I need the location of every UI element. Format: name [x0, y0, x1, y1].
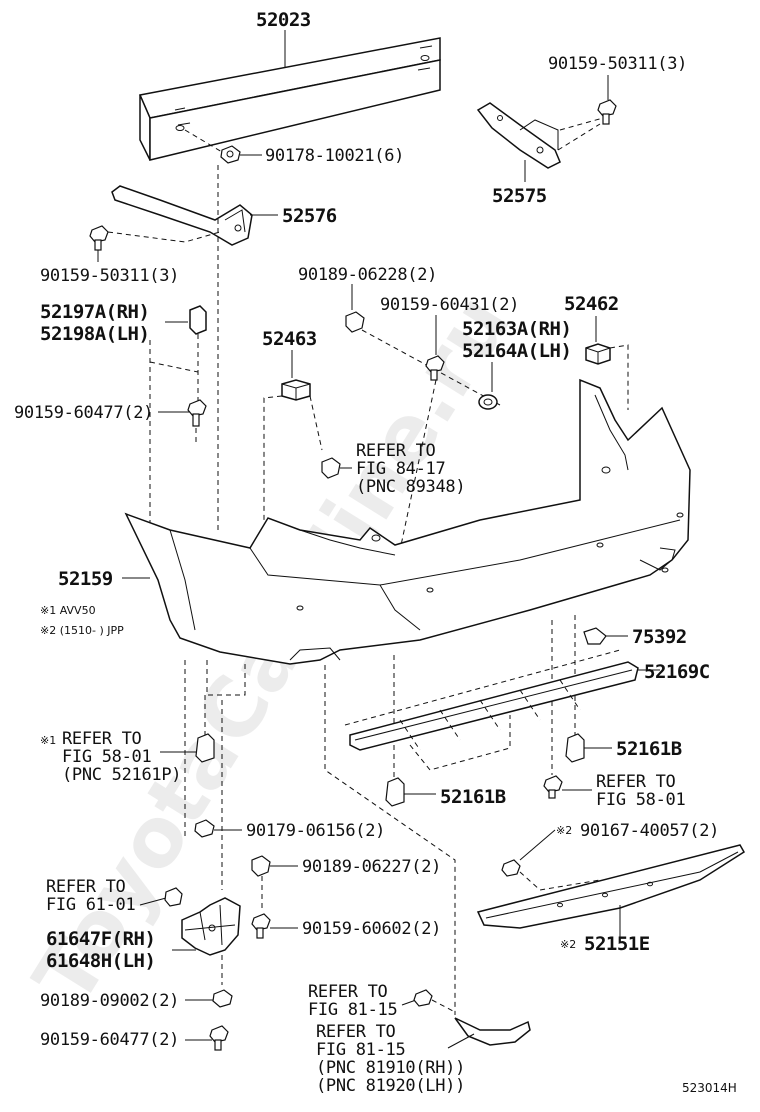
part-52576-bracket[interactable] — [111, 185, 253, 246]
label-90159-60602: 90159-60602(2) — [302, 919, 441, 939]
label-90167-40057: 90167-40057(2) — [580, 821, 719, 841]
clip-ref-84-17[interactable] — [321, 457, 341, 479]
nut-90178-10021[interactable] — [220, 145, 241, 164]
label-52197A: 52197A(RH) — [40, 301, 149, 323]
label-75392: 75392 — [632, 626, 687, 648]
label-52023: 52023 — [256, 9, 311, 31]
label-52198A: 52198A(LH) — [40, 323, 149, 345]
retainer-52197A[interactable] — [189, 305, 207, 335]
label-52164A: 52164A(LH) — [462, 340, 571, 362]
label-52576: 52576 — [282, 205, 337, 227]
part-reflector-cover[interactable] — [454, 1017, 531, 1046]
label-90159-60477-top: 90159-60477(2) — [14, 403, 153, 423]
label-90189-06227: 90189-06227(2) — [302, 857, 441, 877]
bolt-90159-60477-top[interactable] — [187, 399, 207, 427]
refer-84-line1: REFER TO — [356, 441, 436, 461]
label-52159: 52159 — [58, 568, 113, 590]
refer-84-line3: (PNC 89348) — [356, 477, 465, 497]
clip-52161B-mid[interactable] — [385, 777, 405, 807]
part-52575-bracket[interactable] — [476, 102, 561, 169]
bolt-90159-60602[interactable] — [251, 913, 271, 939]
label-61648H: 61648H(LH) — [46, 950, 155, 972]
label-90178-10021: 90178-10021(6) — [265, 146, 404, 166]
label-90159-50311-left: 90159-50311(3) — [40, 266, 179, 286]
bolt-90159-50311-left[interactable] — [89, 225, 109, 251]
note-2: ※2 (1510- ) JPP — [40, 624, 124, 637]
label-52161B-mid: 52161B — [440, 786, 506, 808]
part-61647F-bracket[interactable] — [181, 897, 241, 956]
refer-81b-line2: FIG 81-15 — [316, 1040, 405, 1060]
refer-81b-line1: REFER TO — [316, 1022, 396, 1042]
refer-61-line1: REFER TO — [46, 877, 126, 897]
bolt-ref-81-15[interactable] — [413, 989, 433, 1007]
pad-52463[interactable] — [281, 379, 311, 401]
nut-90189-09002[interactable] — [212, 989, 233, 1008]
clip-90189-06227[interactable] — [251, 855, 271, 877]
bolt-90159-50311-top[interactable] — [597, 99, 617, 125]
label-90159-60477-bottom: 90159-60477(2) — [40, 1030, 179, 1050]
nut-90179-06156[interactable] — [194, 819, 215, 838]
label-52575: 52575 — [492, 185, 547, 207]
clip-ref-61-01[interactable] — [164, 887, 183, 907]
label-90179-06156: 90179-06156(2) — [246, 821, 385, 841]
refer-81b-line3: (PNC 81910(RH)) — [316, 1058, 465, 1078]
p52151E-mark: ※2 — [560, 938, 576, 951]
part-52151E-garnish[interactable] — [476, 844, 746, 929]
refer-58-right-line1: REFER TO — [596, 772, 676, 792]
refer-81b-line4: (PNC 81920(LH)) — [316, 1076, 465, 1096]
plug-52163A[interactable] — [478, 394, 498, 410]
pad-52462[interactable] — [585, 343, 611, 365]
refer-58-left-line1: REFER TO — [62, 729, 142, 749]
refer-81a-line2: FIG 81-15 — [308, 1000, 397, 1020]
label-52169C: 52169C — [644, 661, 710, 683]
bolt-90159-60477-bottom[interactable] — [209, 1025, 229, 1051]
clip-52161P[interactable] — [195, 733, 215, 763]
screw-90167-40057[interactable] — [501, 859, 521, 877]
clip-75392[interactable] — [583, 627, 607, 645]
label-61647F: 61647F(RH) — [46, 928, 155, 950]
label-52151E: 52151E — [584, 933, 650, 955]
refer-81a-line1: REFER TO — [308, 982, 388, 1002]
refer-58-left-line3: (PNC 52161P) — [62, 765, 181, 785]
part-52169C-strip[interactable] — [344, 649, 639, 771]
refer-84-line2: FIG 84-17 — [356, 459, 445, 479]
label-52163A: 52163A(RH) — [462, 318, 571, 340]
diagram-id: 523014H — [682, 1081, 737, 1095]
label-52463: 52463 — [262, 328, 317, 350]
clip-90189-06228[interactable] — [345, 311, 365, 333]
clip-52161B-right[interactable] — [565, 733, 585, 763]
label-90189-06228: 90189-06228(2) — [298, 265, 437, 285]
refer-58-left-line2: FIG 58-01 — [62, 747, 151, 767]
label-90159-60431: 90159-60431(2) — [380, 295, 519, 315]
bolt-90159-60431[interactable] — [425, 355, 445, 381]
note-1: ※1 AVV50 — [40, 604, 96, 617]
label-90159-50311-top: 90159-50311(3) — [548, 54, 687, 74]
label-52161B-right: 52161B — [616, 738, 682, 760]
label-90189-09002: 90189-09002(2) — [40, 991, 179, 1011]
part-52023-reinforcement[interactable] — [138, 37, 441, 161]
clip-ref-58-01-right[interactable] — [543, 775, 563, 799]
refer-61-line2: FIG 61-01 — [46, 895, 135, 915]
p90167-40057-mark: ※2 — [556, 824, 572, 837]
refer-58-right-line2: FIG 58-01 — [596, 790, 685, 810]
refer-58-left-mark: ※1 — [40, 734, 56, 747]
label-52462: 52462 — [564, 293, 619, 315]
part-52159-bumper-cover[interactable] — [124, 378, 691, 665]
